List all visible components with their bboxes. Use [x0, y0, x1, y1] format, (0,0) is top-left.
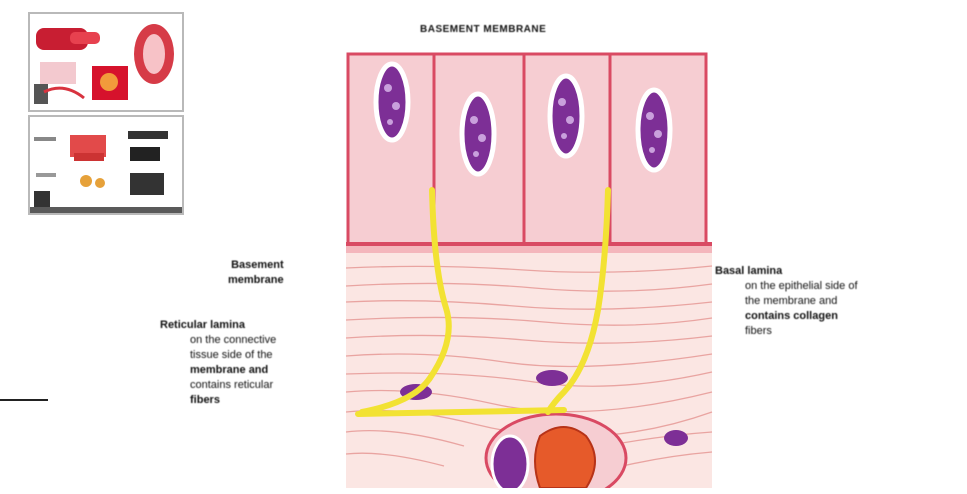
- label-line: membrane: [228, 273, 284, 288]
- fibroblast-nucleus: [536, 370, 568, 386]
- label-line: contains collagen: [715, 309, 858, 324]
- label-line: fibers: [715, 324, 858, 339]
- thumbnail-bottom[interactable]: [28, 115, 184, 215]
- label-line: membrane and: [160, 363, 276, 378]
- basement-membrane-label: Basement membrane: [228, 258, 284, 288]
- basal-lamina-label: Basal lamina on the epithelial side of t…: [715, 264, 858, 339]
- thumbnail-bottom-art: [30, 117, 182, 213]
- label-line: Basal lamina: [715, 264, 858, 279]
- fibroblast-nucleus: [664, 430, 688, 446]
- label-line: tissue side of the: [160, 348, 276, 363]
- horizontal-rule: [0, 399, 48, 401]
- reticular-lamina-label: Reticular lamina on the connective tissu…: [160, 318, 276, 408]
- label-line: fibers: [160, 393, 276, 408]
- basement-membrane-title: BASEMENT MEMBRANE: [420, 22, 546, 37]
- epithelium-diagram: [334, 40, 718, 488]
- label-line: on the connective: [160, 333, 276, 348]
- label-line: on the epithelial side of: [715, 279, 858, 294]
- thumbnail-top[interactable]: [28, 12, 184, 112]
- label-line: Reticular lamina: [160, 318, 276, 333]
- label-line: Basement: [228, 258, 284, 273]
- thumbnail-top-art: [30, 14, 182, 110]
- label-line: the membrane and: [715, 294, 858, 309]
- label-line: contains reticular: [160, 378, 276, 393]
- blood-vessel: [486, 414, 626, 488]
